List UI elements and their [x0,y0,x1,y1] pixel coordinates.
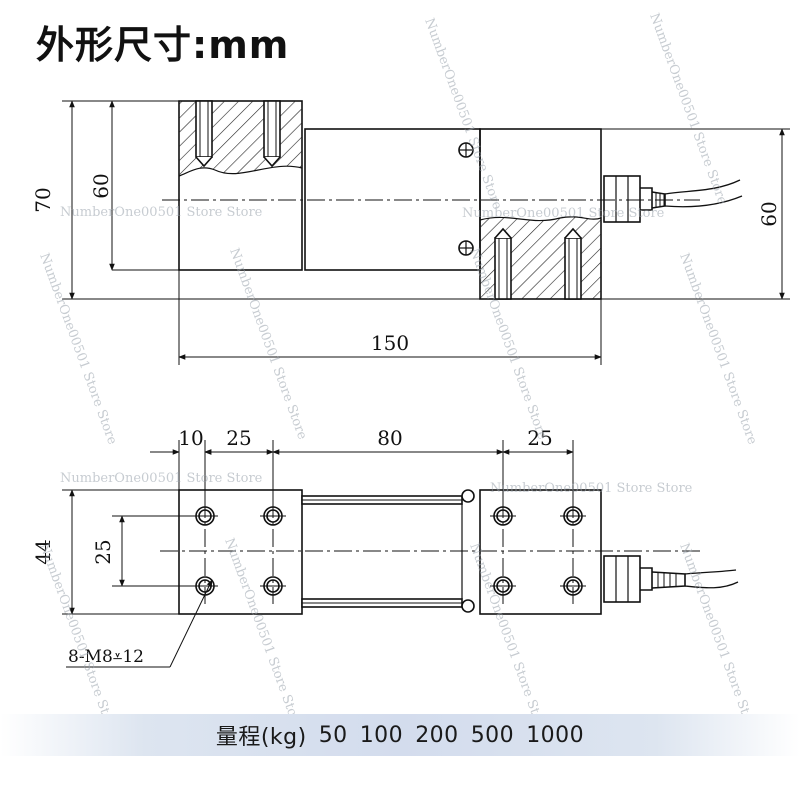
watermark-text: NumberOne00501 Store Store [462,206,665,221]
watermark-text: NumberOne00501 Store Store [676,541,759,737]
page-title: 外形尺寸:mm [36,23,290,67]
range-value: 500 [470,722,515,748]
dim-d1: 10 [178,426,203,450]
dim-d4: 25 [527,426,552,450]
dim-width: 44 [31,539,55,564]
watermark-text: NumberOne00501 Store Store [60,471,263,486]
dim-d3: 80 [377,426,402,450]
watermark-text: NumberOne00501 Store Store [36,251,119,447]
range-row: 量程(kg) 50 100 200 500 1000 [0,714,800,756]
watermark-text: NumberOne00501 Store Store [36,541,119,737]
dim-hole-spacing: 25 [91,539,115,564]
front-view [62,100,790,300]
top-right-block [479,489,602,615]
dim-height-total: 70 [31,187,55,212]
watermark-text: NumberOne00501 Store Store [60,205,263,220]
top-connector [603,555,641,603]
watermark-text: NumberOne00501 Store Store [646,11,729,207]
watermark-text: NumberOne00501 Store Store [226,246,309,442]
watermark-text: NumberOne00501 Store Store [221,536,304,732]
watermark-text: NumberOne00501 Store Store [421,16,504,212]
range-bar [0,714,800,756]
top-left-block [178,489,303,615]
watermark-layer: NumberOne00501 Store Store NumberOne0050… [36,11,759,737]
range-value: 100 [359,722,404,748]
top-view [178,489,739,615]
dim-height-right: 60 [757,201,781,226]
dim-d2: 25 [226,426,251,450]
front-connector [603,175,641,223]
watermark-text: NumberOne00501 Store Store [490,481,693,496]
watermark-text: NumberOne00501 Store Store [466,541,549,737]
range-value: 1000 [526,722,585,748]
range-value: 200 [415,722,459,748]
watermark-text: NumberOne00501 Store Store [676,251,759,447]
thread-callout: 8-M8⩡12 [68,647,144,667]
range-value: 50 [318,722,348,748]
dim-height-left: 60 [89,173,113,198]
dim-length: 150 [371,331,409,355]
range-label: 量程(kg) [215,725,307,750]
